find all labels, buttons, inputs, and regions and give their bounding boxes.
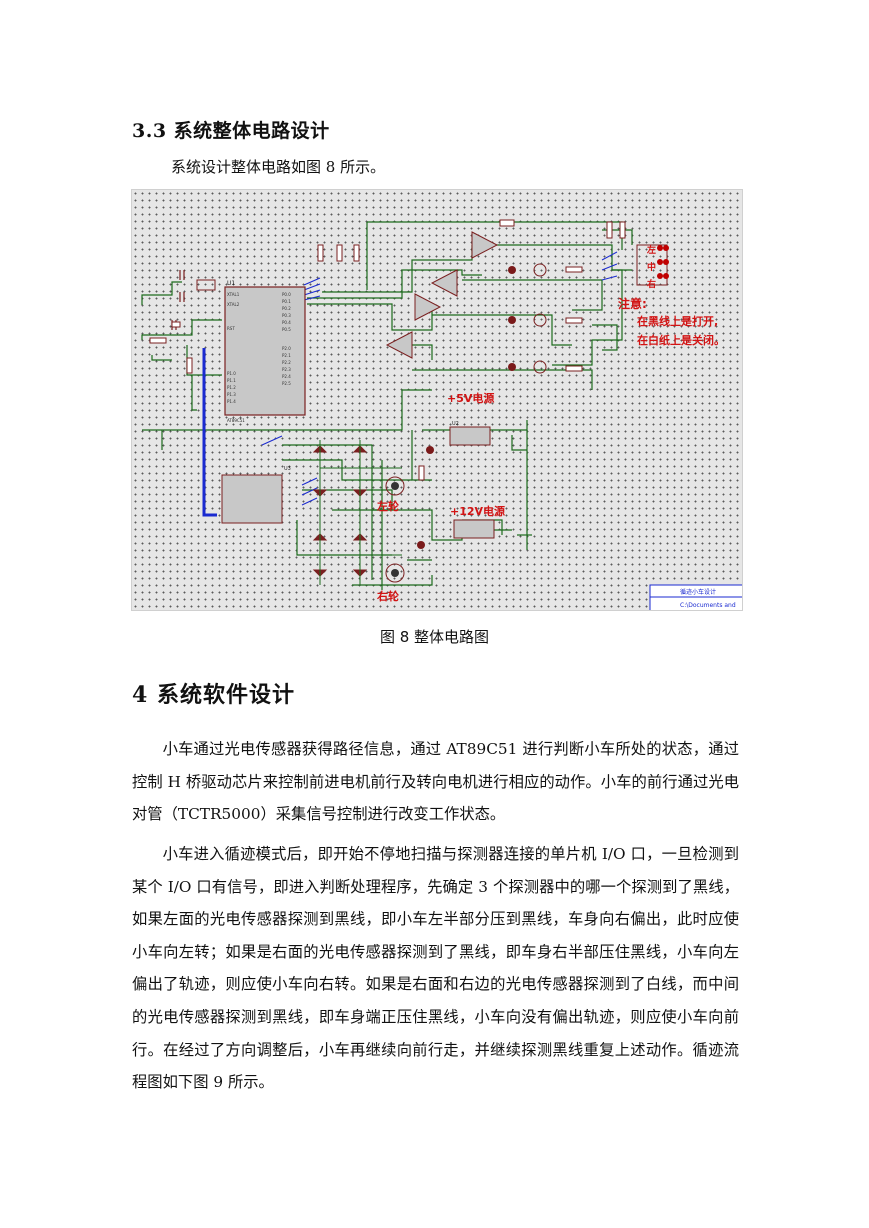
label-middle: 中 [647,261,656,273]
label-left: 左 [646,244,656,256]
svg-text:P1.0: P1.0 [227,371,236,376]
note-line2: 在白纸上是关闭。 [637,333,725,347]
svg-text:P1.4: P1.4 [227,399,236,404]
svg-text:P2.2: P2.2 [282,360,291,365]
paragraph: 小车通过光电传感器获得路径信息，通过 AT89C51 进行判断小车所处的状态，通… [132,740,739,824]
svg-text:XTAL1: XTAL1 [227,292,240,297]
u3-label: U3 [284,466,291,472]
mcu-name: AT89C51 [227,418,245,423]
section-heading: 3.3 系统整体电路设计 [132,120,330,142]
paragraph: 小车进入循迹模式后，即开始不停地扫描与探测器连接的单片机 I/O 口，一旦检测到… [132,845,739,1092]
svg-text:P0.0: P0.0 [282,292,291,297]
u2-label: U2 [452,421,459,427]
label-left-wheel: 左轮 [376,499,399,513]
title-block-name: 循迹小车设计 [680,588,716,596]
note-title: 注意: [618,296,647,311]
svg-text:P0.5: P0.5 [282,327,291,332]
svg-text:P0.4: P0.4 [282,320,291,325]
svg-text:P2.4: P2.4 [282,374,291,379]
svg-text:P0.1: P0.1 [282,299,291,304]
svg-text:XTAL2: XTAL2 [227,302,240,307]
svg-text:P2.0: P2.0 [282,346,291,351]
figure-caption: 图 8 整体电路图 [379,628,490,646]
svg-text:P2.3: P2.3 [282,367,291,372]
svg-text:P0.2: P0.2 [282,306,291,311]
label-right: 右 [646,278,656,290]
svg-text:P2.1: P2.1 [282,353,291,358]
label-5v-power: +5V电源 [447,391,494,405]
title-block-path: C:\Documents and [680,602,736,609]
svg-text:P1.1: P1.1 [227,378,236,383]
note-line1: 在黑线上是打开, [637,314,718,328]
intro-text: 系统设计整体电路如图 8 所示。 [171,158,386,176]
label-12v-power: +12V电源 [450,504,505,518]
chapter-heading: 4 系统软件设计 [132,682,295,708]
svg-text:P1.3: P1.3 [227,392,236,397]
svg-text:P1.2: P1.2 [227,385,236,390]
svg-text:RST: RST [227,326,235,331]
label-right-wheel: 右轮 [376,589,399,603]
u1-label: U1 [227,280,235,287]
svg-text:P0.3: P0.3 [282,313,291,318]
svg-text:P2.5: P2.5 [282,381,291,386]
